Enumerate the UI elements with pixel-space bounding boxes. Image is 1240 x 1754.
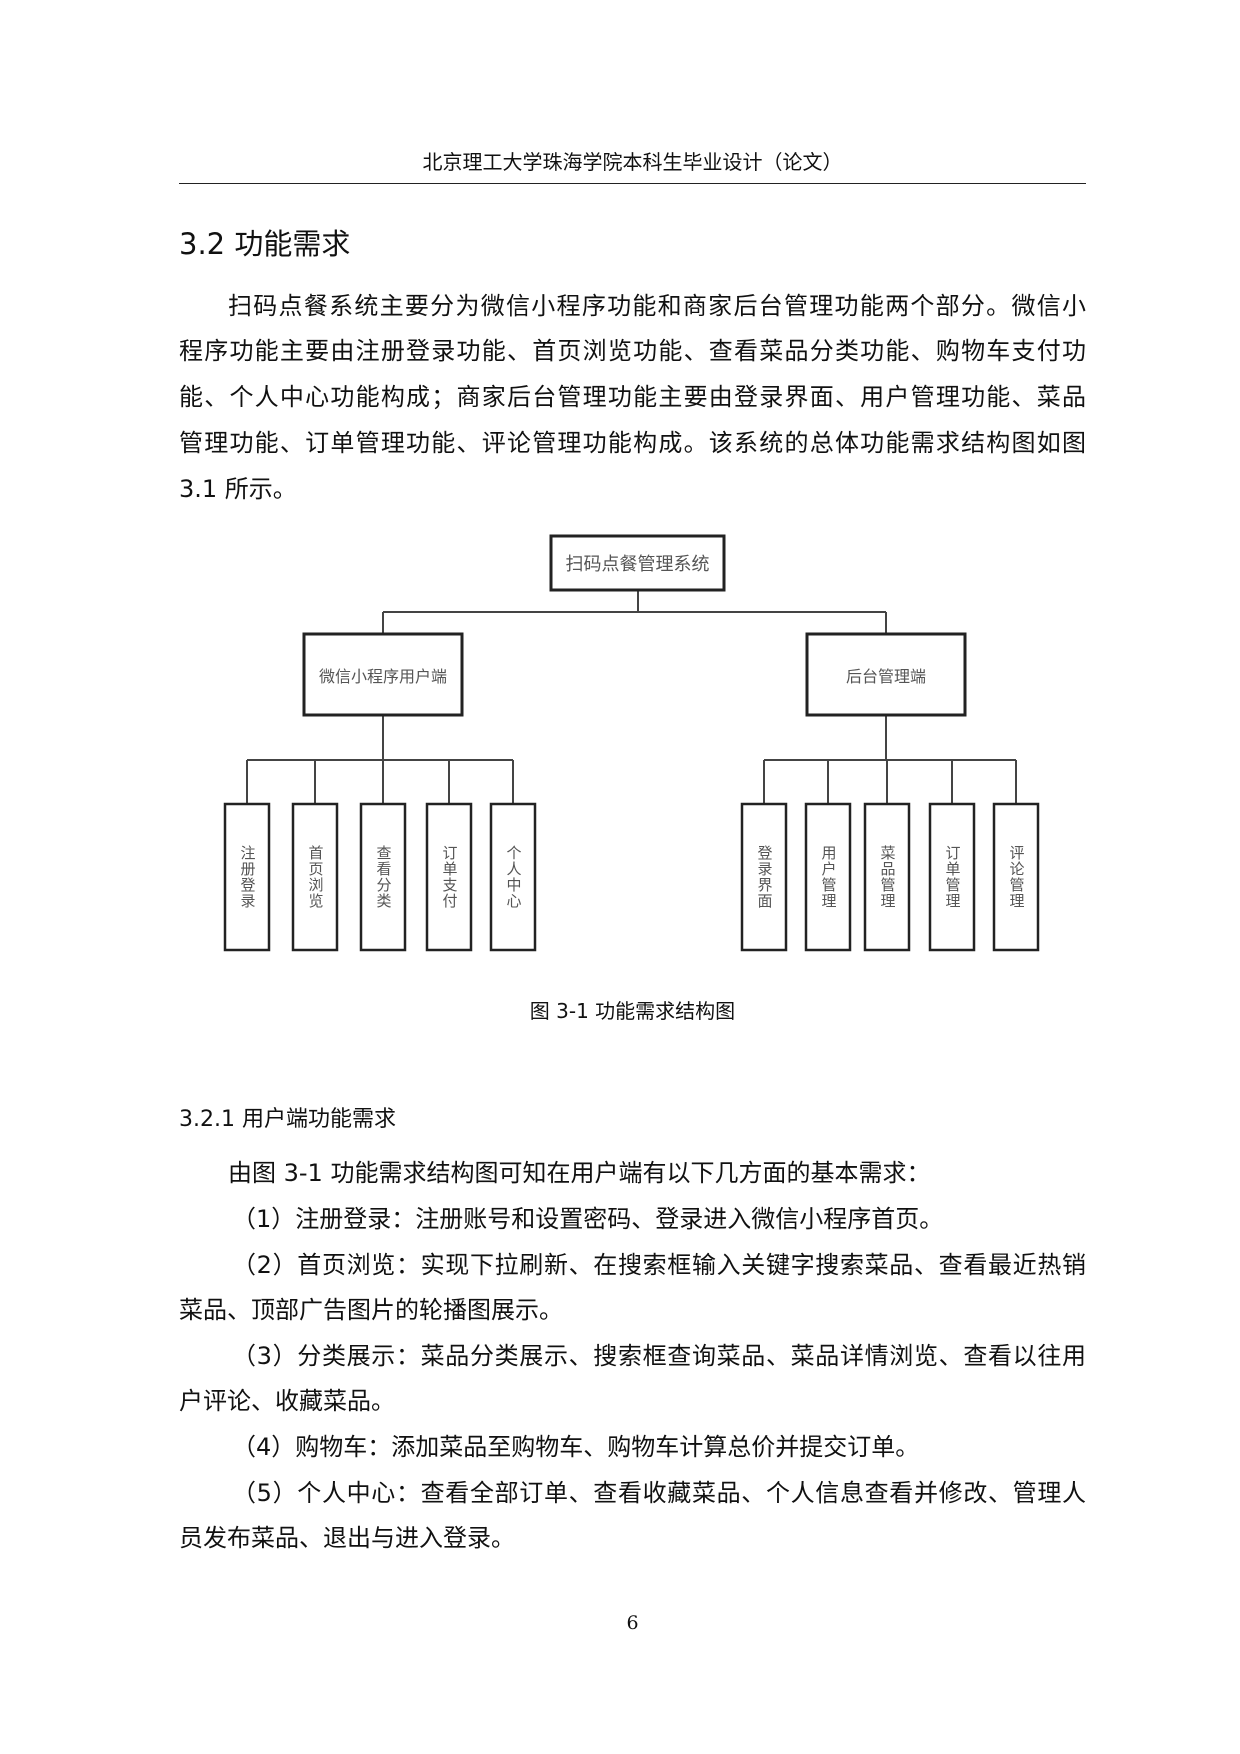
leaf-node [928,802,976,952]
section-heading: 3.2 功能需求 [179,227,351,261]
list-item-continuation: 菜品、顶部广告图片的轮播图展示。 [179,1296,563,1324]
header-divider [179,183,1086,184]
branch-node-label: 微信小程序用户端 [318,666,447,686]
paragraph-line: 3.1 所示。 [179,475,297,503]
leaf-node-label: 评论管理 [1007,845,1026,909]
paragraph-line: 管理功能、订单管理功能、评论管理功能构成。该系统的总体功能需求结构图如图 [179,429,1086,457]
page-number: 6 [626,1612,639,1634]
running-header: 北京理工大学珠海学院本科生毕业设计（论文） [422,150,843,174]
paragraph-line: 能、个人中心功能构成；商家后台管理功能主要由登录界面、用户管理功能、菜品 [179,383,1086,411]
leaf-node-label: 查看分类 [374,845,393,909]
leaf-node-label: 菜品管理 [878,845,897,909]
root-node [549,534,726,592]
list-item: （2）首页浏览：实现下拉刷新、在搜索框输入关键字搜索菜品、查看最近热销 [232,1251,1086,1279]
leaf-node-label: 用户管理 [819,845,838,909]
leaf-node [223,802,271,952]
branch-node [805,632,967,717]
root-node-label: 扫码点餐管理系统 [565,554,710,575]
leaf-node [359,802,407,952]
leaf-node-label: 订单支付 [440,845,459,909]
body-line: 由图 3-1 功能需求结构图可知在用户端有以下几方面的基本需求： [228,1159,931,1187]
leaf-node-label: 订单管理 [943,845,962,909]
list-item: （3）分类展示：菜品分类展示、搜索框查询菜品、菜品详情浏览、查看以往用 [232,1342,1086,1370]
figure-caption: 图 3-1 功能需求结构图 [529,999,736,1023]
list-item: （4）购物车：添加菜品至购物车、购物车计算总价并提交订单。 [232,1433,920,1461]
leaf-node [291,802,339,952]
paragraph-line: 程序功能主要由注册登录功能、首页浏览功能、查看菜品分类功能、购物车支付功 [179,337,1086,365]
subsection-heading: 3.2.1 用户端功能需求 [179,1107,396,1132]
list-item-continuation: 户评论、收藏菜品。 [179,1387,395,1415]
leaf-node-label: 个人中心 [504,845,523,909]
leaf-node-label: 首页浏览 [306,845,325,909]
leaf-node [804,802,852,952]
list-item-continuation: 员发布菜品、退出与进入登录。 [179,1524,515,1552]
paragraph-line: 扫码点餐系统主要分为微信小程序功能和商家后台管理功能两个部分。微信小 [228,292,1086,320]
leaf-node [489,802,537,952]
leaf-node [425,802,473,952]
branch-node-label: 后台管理端 [845,666,926,686]
leaf-node-label: 登录界面 [755,845,774,909]
leaf-node [740,802,788,952]
leaf-node [863,802,911,952]
leaf-node-label: 注册登录 [238,845,257,909]
leaf-node [992,802,1040,952]
branch-node [302,632,464,717]
list-item: （1）注册登录：注册账号和设置密码、登录进入微信小程序首页。 [232,1205,944,1233]
list-item: （5）个人中心：查看全部订单、查看收藏菜品、个人信息查看并修改、管理人 [232,1479,1086,1507]
function-structure-diagram [223,534,1040,952]
